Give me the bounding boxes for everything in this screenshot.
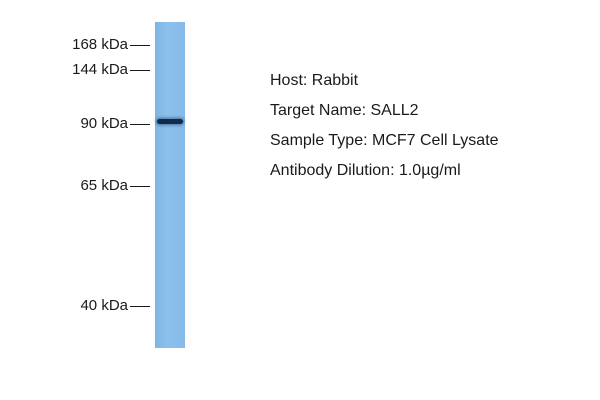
marker-tick	[130, 61, 150, 71]
target-name-text: Target Name: SALL2	[270, 102, 419, 119]
protein-band	[157, 119, 183, 124]
blot-info: Host: Rabbit Target Name: SALL2 Sample T…	[270, 72, 499, 192]
marker-144kda: 144 kDa	[72, 61, 150, 79]
marker-tick	[130, 115, 150, 125]
marker-90kda: 90 kDa	[80, 115, 150, 133]
marker-label: 144 kDa	[72, 61, 128, 78]
marker-label: 168 kDa	[72, 36, 128, 53]
marker-tick	[130, 297, 150, 307]
marker-label: 65 kDa	[80, 177, 128, 194]
marker-label: 90 kDa	[80, 115, 128, 132]
marker-65kda: 65 kDa	[80, 177, 150, 195]
host-text: Host: Rabbit	[270, 72, 359, 89]
marker-40kda: 40 kDa	[80, 297, 150, 315]
blot-lane	[155, 22, 185, 348]
marker-label: 40 kDa	[80, 297, 128, 314]
antibody-dilution-text: Antibody Dilution: 1.0µg/ml	[270, 162, 461, 179]
marker-tick	[130, 36, 150, 46]
sample-type-text: Sample Type: MCF7 Cell Lysate	[270, 132, 499, 149]
marker-tick	[130, 177, 150, 187]
marker-168kda: 168 kDa	[72, 36, 150, 54]
